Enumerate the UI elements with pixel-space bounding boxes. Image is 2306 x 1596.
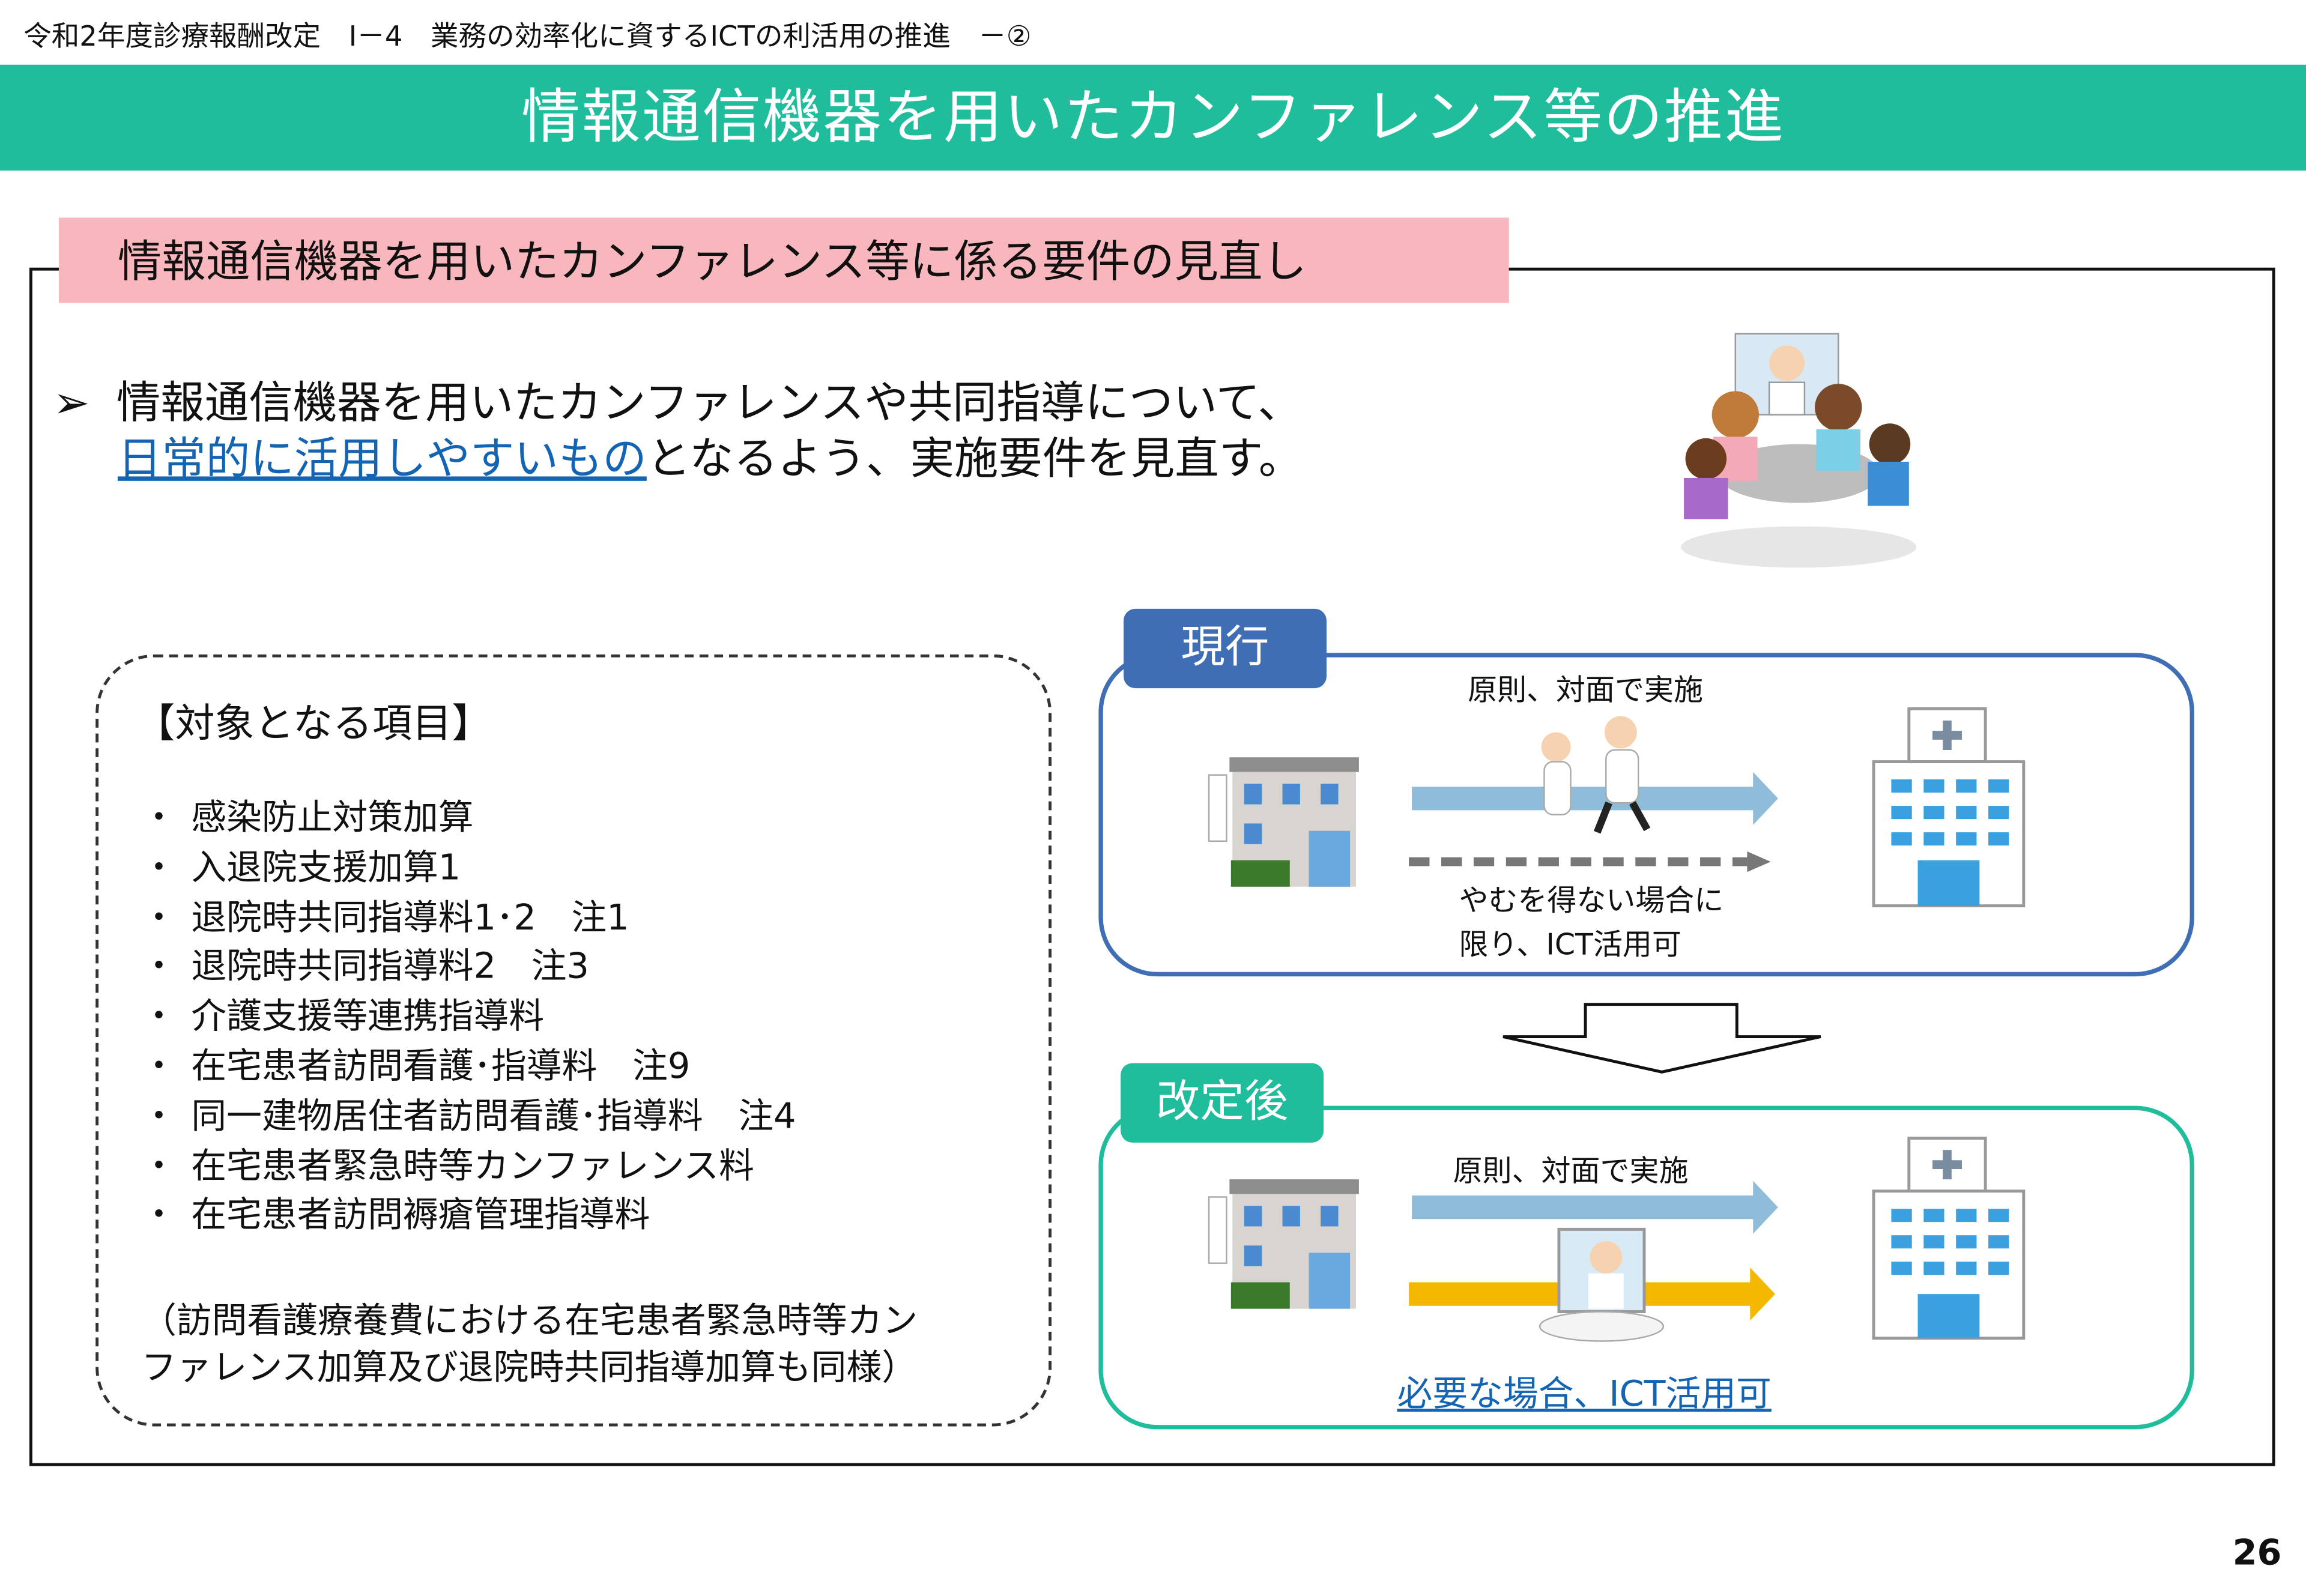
target-items-box: [95, 654, 1052, 1427]
conference-illustration-icon: [1681, 333, 1917, 568]
list-item: 在宅患者訪問褥瘡管理指導料: [141, 1192, 796, 1242]
target-items-list: 感染防止対策加算 入退院支援加算1 退院時共同指導料1･2 注1 退院時共同指導…: [141, 794, 796, 1241]
page-title: 情報通信機器を用いたカンファレンス等の推進: [0, 64, 2306, 171]
lead-text: ➢ 情報通信機器を用いたカンファレンスや共同指導について、 日常的に活用しやすいも…: [53, 376, 1303, 488]
revised-top-caption: 原則、対面で実施: [1453, 1153, 1689, 1188]
revised-tag: 改定後: [1121, 1063, 1324, 1143]
list-item: 入退院支援加算1: [141, 844, 796, 893]
target-items-label: 【対象となる項目】: [135, 701, 492, 748]
revised-box: [1098, 1105, 2194, 1430]
breadcrumb: 令和2年度診療報酬改定 Ⅰ－4 業務の効率化に資するICTの利活用の推進 －②: [23, 20, 1032, 53]
lead-line2: となるよう、実施要件を見直す。: [646, 434, 1303, 486]
caption-line1: やむを得ない場合に: [1459, 882, 1724, 918]
list-item: 退院時共同指導料2 注3: [141, 943, 796, 993]
list-item: 同一建物居住者訪問看護･指導料 注4: [141, 1092, 796, 1142]
section-heading: 情報通信機器を用いたカンファレンス等に係る要件の見直し: [58, 217, 1509, 303]
list-item: 在宅患者訪問看護･指導料 注9: [141, 1042, 796, 1092]
current-bottom-caption: やむを得ない場合に 限り、ICT活用可: [1459, 878, 1723, 966]
note-line2: ファレンス加算及び退院時共同指導加算も同様）: [141, 1347, 918, 1388]
bullet-arrow-icon: ➢: [53, 378, 90, 430]
current-tag: 現行: [1124, 608, 1327, 689]
target-note: （訪問看護療養費における在宅患者緊急時等カン ファレンス加算及び退院時共同指導加…: [141, 1297, 918, 1391]
list-item: 感染防止対策加算: [141, 794, 796, 844]
lead-highlight: 日常的に活用しやすいもの: [117, 434, 647, 486]
list-item: 介護支援等連携指導料: [141, 993, 796, 1043]
list-item: 退院時共同指導料1･2 注1: [141, 893, 796, 943]
caption-line2: 限り、ICT活用可: [1459, 926, 1681, 962]
current-box: [1098, 653, 2194, 977]
revised-bottom-caption: 必要な場合、ICT活用可: [1397, 1373, 1772, 1415]
list-item: 在宅患者緊急時等カンファレンス料: [141, 1142, 796, 1192]
note-line1: （訪問看護療養費における在宅患者緊急時等カン: [141, 1299, 918, 1341]
current-top-caption: 原則、対面で実施: [1468, 672, 1703, 707]
lead-line1: 情報通信機器を用いたカンファレンスや共同指導について、: [116, 378, 1302, 430]
page-number: 26: [2232, 1532, 2282, 1574]
